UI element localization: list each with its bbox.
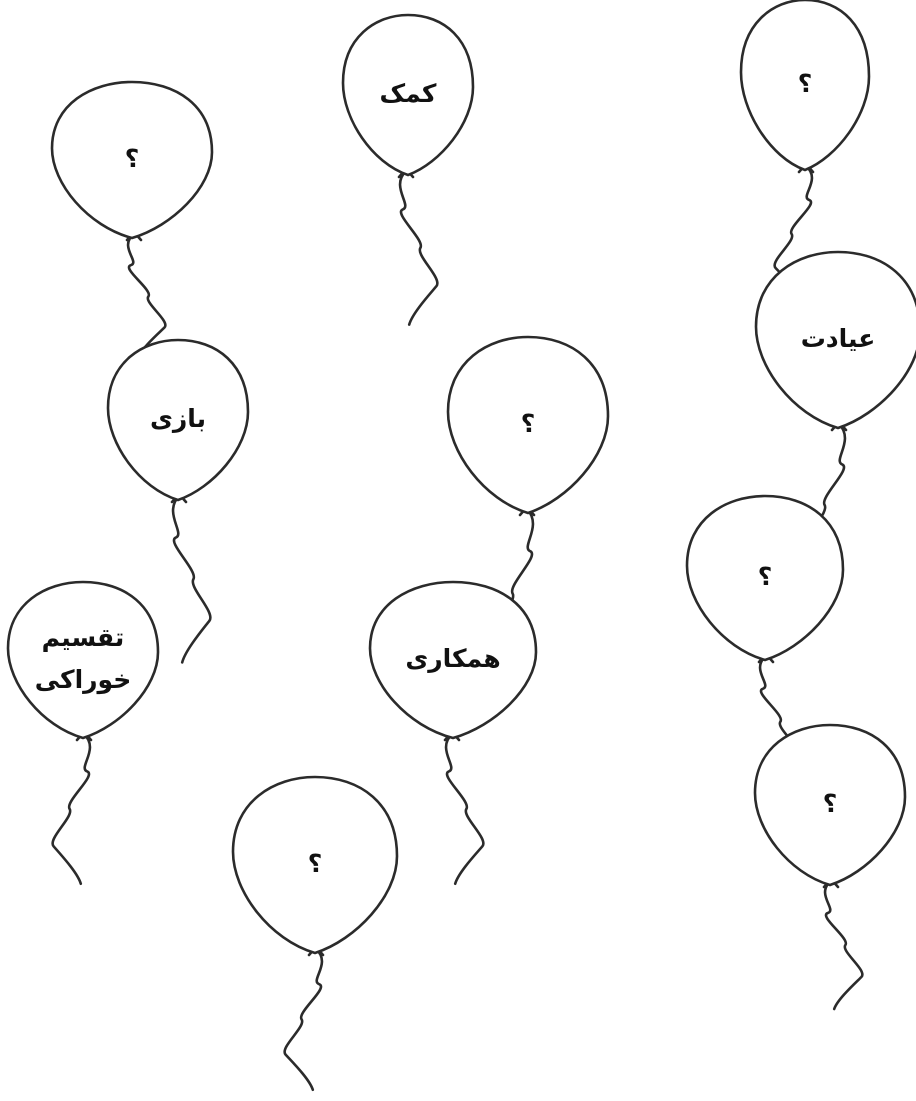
balloon: ؟ (233, 777, 397, 1090)
balloon-label: ؟ (798, 69, 813, 98)
balloon-label: همکاری (405, 644, 500, 673)
balloon-label: ؟ (308, 849, 323, 878)
balloon-string (400, 171, 437, 325)
balloon-label: کمک (380, 79, 437, 108)
balloon-string (173, 496, 210, 662)
balloon: ؟ (755, 725, 905, 1009)
balloon-string (128, 234, 165, 359)
balloon-label: ؟ (125, 144, 140, 173)
balloon-label: ؟ (758, 562, 773, 591)
balloon-label: بازی (150, 404, 206, 433)
balloon-string (825, 881, 862, 1009)
balloon-string (53, 734, 90, 884)
balloon: تقسیم خوراکی (8, 582, 158, 884)
balloon-string (446, 734, 483, 884)
balloon: کمک (343, 15, 473, 325)
balloon-string (285, 949, 322, 1090)
balloon: ؟ (52, 82, 212, 359)
balloon-label: عیادت (801, 324, 876, 353)
balloon-label: خوراکی (35, 665, 131, 695)
balloon-label: ؟ (823, 789, 838, 818)
balloon-label: تقسیم (42, 623, 125, 652)
balloon-label: ؟ (521, 409, 536, 438)
balloon-body (8, 582, 158, 738)
